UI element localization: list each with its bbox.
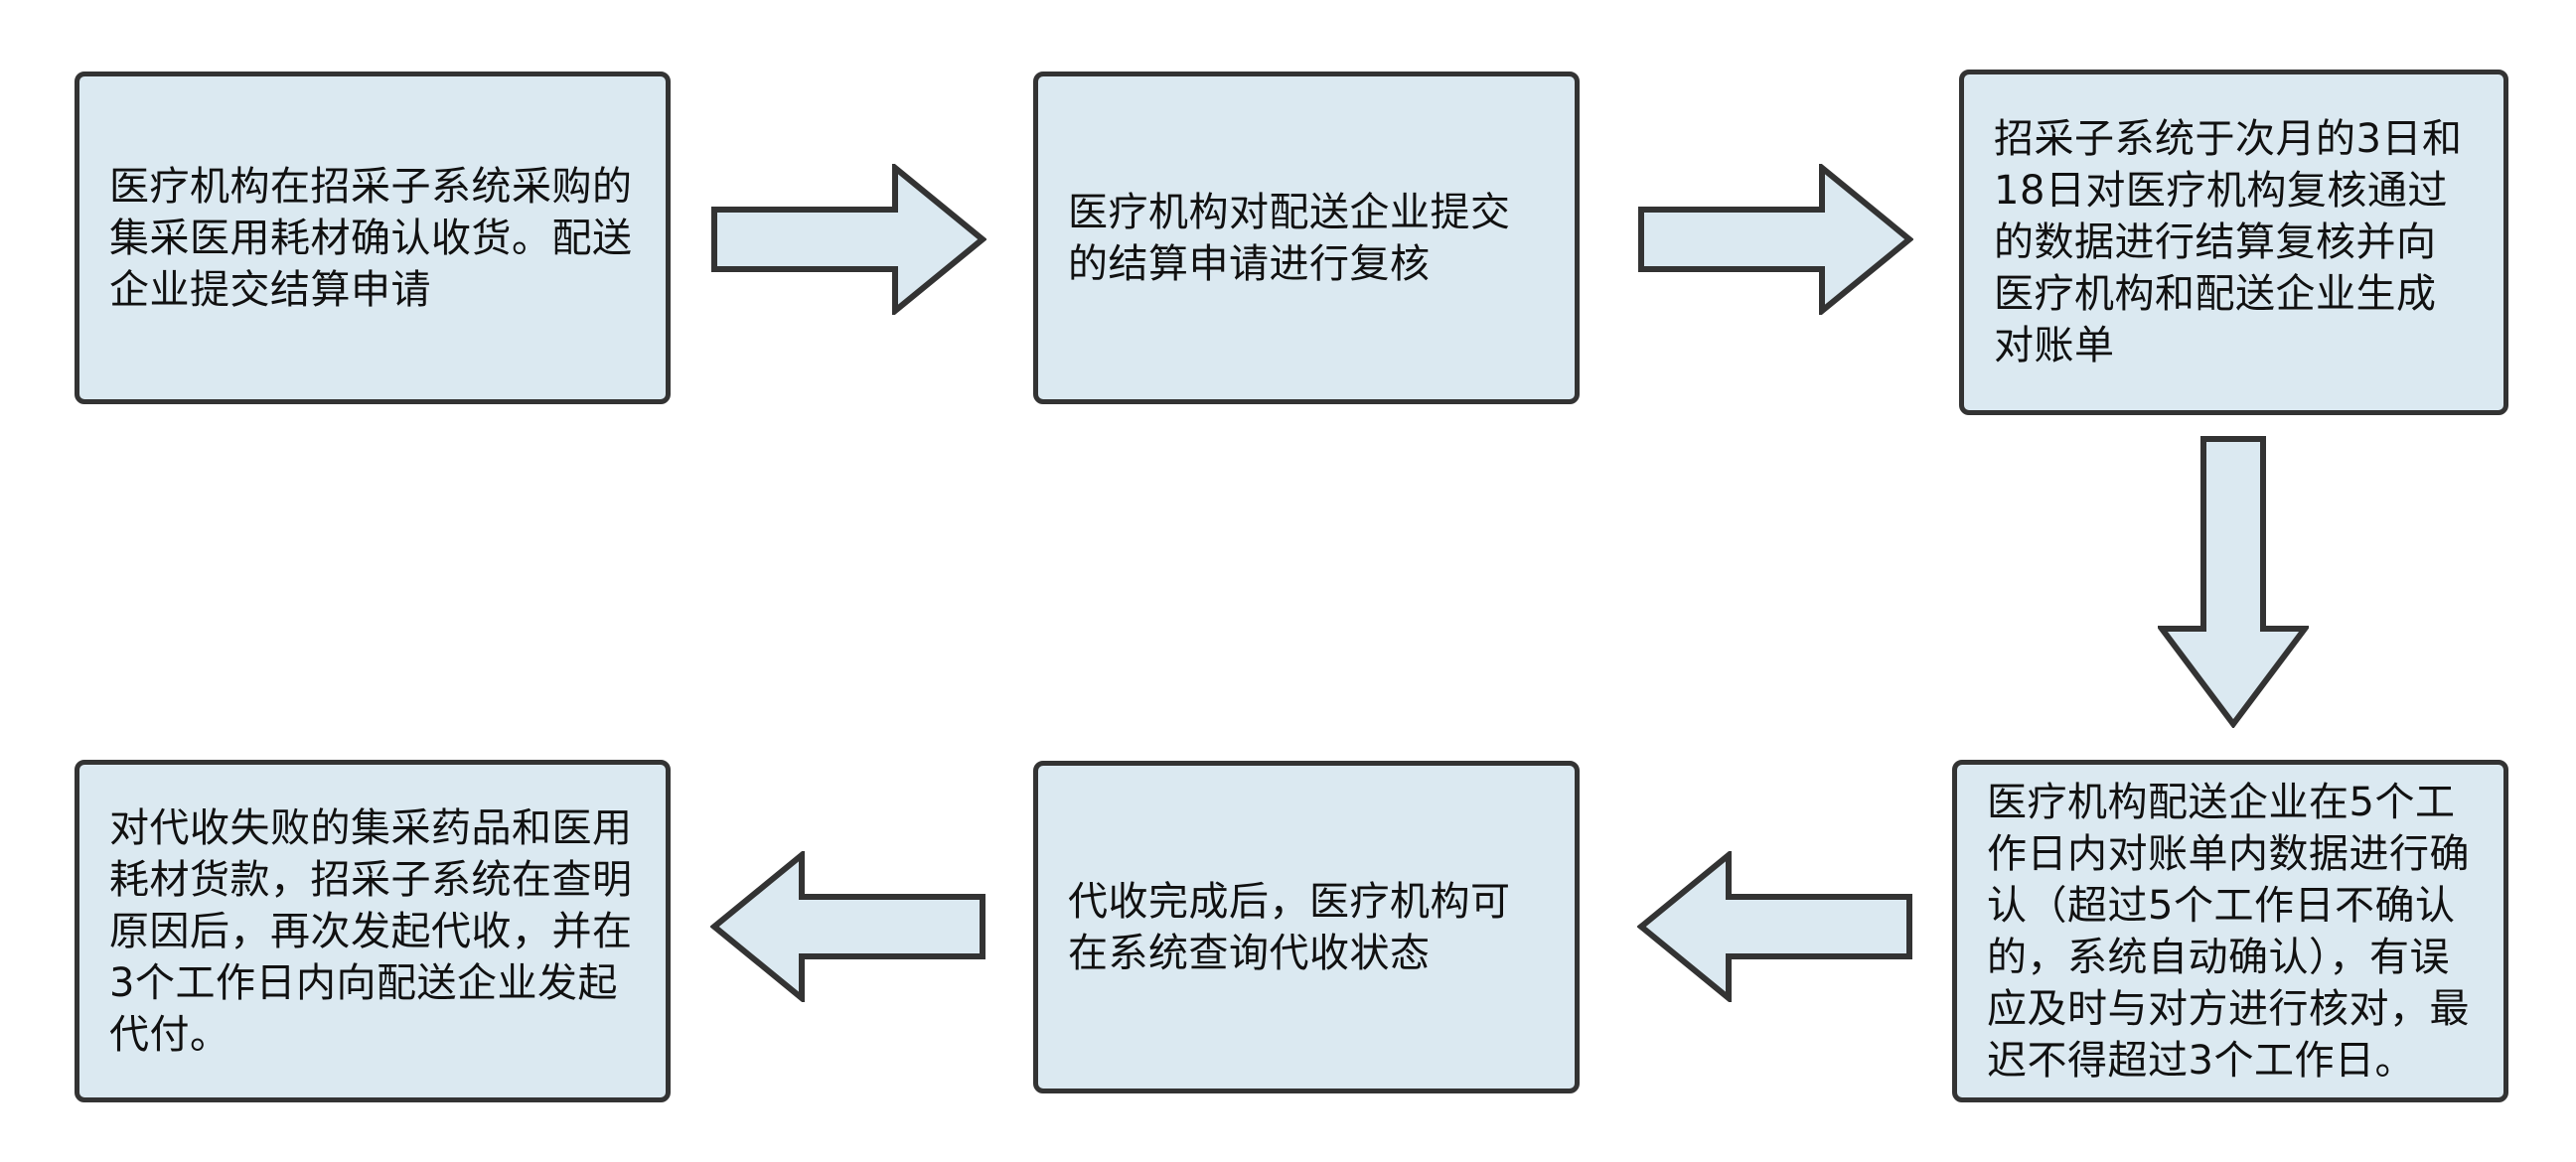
flow-box-step-2: 医疗机构对配送企业提交的结算申请进行复核: [1033, 72, 1580, 404]
flow-box-step-5: 代收完成后，医疗机构可在系统查询代收状态: [1033, 761, 1580, 1093]
arrow-left-step4-to-step5-icon: [1637, 851, 1912, 1002]
flow-box-step-4-text: 医疗机构配送企业在5个工作日内对账单内数据进行确认（超过5个工作日不确认的，系统…: [1987, 779, 2470, 1084]
flow-box-step-3-text: 招采子系统于次月的3日和18日对医疗机构复核通过的数据进行结算复核并向医疗机构和…: [1994, 116, 2463, 368]
flow-box-step-6-text: 对代收失败的集采药品和医用耗材货款，招采子系统在查明原因后，再次发起代收，并在3…: [109, 804, 633, 1058]
arrow-down-step3-to-step4-icon: [2158, 436, 2309, 728]
flow-box-step-5-text: 代收完成后，医疗机构可在系统查询代收状态: [1068, 878, 1511, 976]
flow-box-step-1-text: 医疗机构在招采子系统采购的集采医用耗材确认收货。配送企业提交结算申请: [109, 163, 633, 313]
flow-box-step-6: 对代收失败的集采药品和医用耗材货款，招采子系统在查明原因后，再次发起代收，并在3…: [75, 760, 671, 1102]
arrow-right-step2-to-step3-icon: [1638, 164, 1913, 315]
arrow-right-step1-to-step2-icon: [711, 164, 986, 315]
flow-box-step-4: 医疗机构配送企业在5个工作日内对账单内数据进行确认（超过5个工作日不确认的，系统…: [1952, 760, 2508, 1102]
flow-box-step-3: 招采子系统于次月的3日和18日对医疗机构复核通过的数据进行结算复核并向医疗机构和…: [1959, 70, 2508, 415]
flow-box-step-1: 医疗机构在招采子系统采购的集采医用耗材确认收货。配送企业提交结算申请: [75, 72, 671, 404]
flow-box-step-2-text: 医疗机构对配送企业提交的结算申请进行复核: [1068, 189, 1511, 287]
arrow-left-step5-to-step6-icon: [710, 851, 985, 1002]
